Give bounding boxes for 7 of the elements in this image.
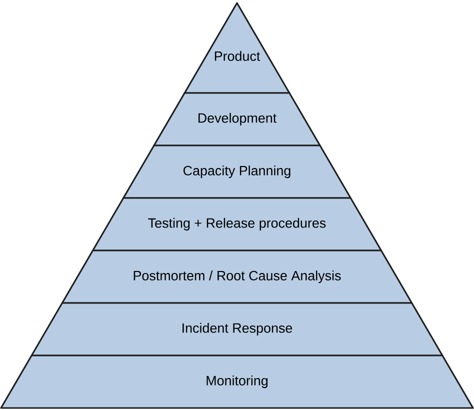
- pyramid-band: Development: [153, 92, 321, 146]
- pyramid-band: Capacity Planning: [122, 144, 352, 199]
- pyramid-band: Postmortem / Root Cause Analysis: [61, 250, 413, 304]
- pyramid-band: Product: [184, 2, 290, 94]
- pyramid-band: Monitoring: [0, 354, 474, 409]
- pyramid-band: Testing + Release procedures: [92, 197, 382, 252]
- pyramid-band: Incident Response: [30, 302, 444, 356]
